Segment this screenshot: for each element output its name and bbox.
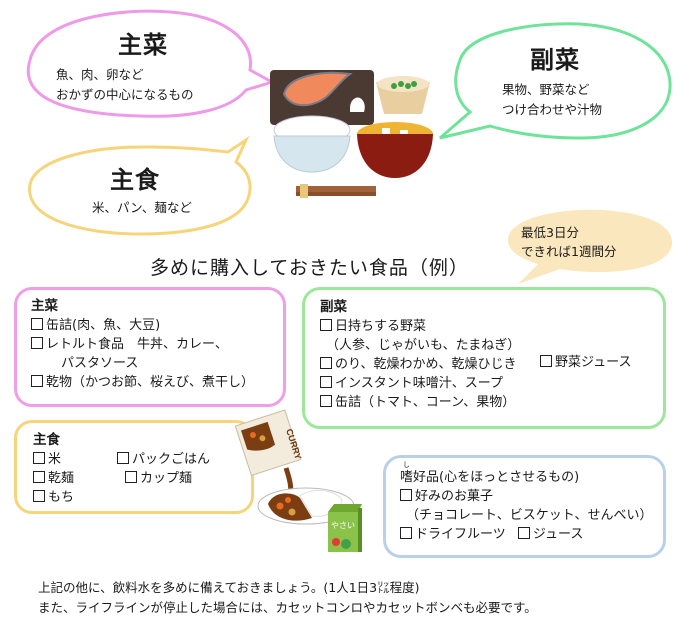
note-bubble-shape: [508, 209, 673, 284]
checkbox[interactable]: [33, 490, 45, 502]
footer-line-2: また、ライフラインが停止した場合には、カセットコンロやカセットボンベも必要です。: [38, 600, 537, 615]
checklist-item[interactable]: レトルト食品 牛丼、カレー、: [31, 335, 283, 354]
vegetable-juice-icon: やさい: [328, 504, 362, 552]
checklist-item[interactable]: もち: [33, 488, 251, 507]
curry-pouch-icon: [234, 409, 302, 477]
daikon-icon: [350, 97, 365, 112]
checklist-continuation: パスタソース: [61, 356, 139, 371]
japanese-meal-illustration: [270, 70, 433, 198]
footer-line-1: 上記の他に、飲料水を多めに備えておきましょう。(1人1日3㍑程度): [38, 580, 420, 595]
shushoku-box-title: 主食: [33, 432, 60, 448]
shusai-box: 主菜 缶詰(肉、魚、大豆) レトルト食品 牛丼、カレー、 パスタソース 乾物（か…: [14, 287, 286, 407]
fukusai-bubble-line-2: つけ合わせや汁物: [502, 102, 603, 117]
rice-bowl-icon: [273, 135, 351, 173]
checklist-item-row: ドライフルーツ ジュース: [400, 525, 663, 544]
checklist-item[interactable]: のり、乾燥わかめ、乾燥ひじき: [320, 355, 663, 374]
checklist-item[interactable]: カップ麺: [125, 469, 192, 488]
fukusai-box-title: 副菜: [320, 299, 347, 315]
checkbox[interactable]: [517, 527, 530, 539]
checkbox[interactable]: [31, 318, 43, 330]
checkbox[interactable]: [540, 355, 552, 367]
checklist-item[interactable]: 乾物（かつお節、桜えび、煮干し）: [31, 373, 283, 392]
ruby-text: し: [403, 461, 410, 469]
chopsticks-icon: [296, 186, 376, 192]
juice-label: やさい: [331, 521, 355, 530]
checklist-item[interactable]: 米: [33, 450, 251, 469]
checkbox[interactable]: [33, 471, 45, 483]
checkbox[interactable]: [400, 527, 412, 539]
checklist-continuation: （人参、じゃがいも、たまねぎ）: [326, 338, 521, 353]
shusai-bubble: [26, 9, 276, 118]
fukusai-bubble-line-1: 果物、野菜など: [502, 82, 590, 97]
checklist-item[interactable]: ジュース: [517, 527, 583, 542]
checklist-item[interactable]: 日持ちする野菜: [320, 317, 663, 336]
checkbox[interactable]: [320, 357, 332, 369]
footer-note: 上記の他に、飲料水を多めに備えておきましょう。(1人1日3㍑程度) また、ライフ…: [38, 578, 537, 618]
checklist-item[interactable]: 乾麺: [33, 469, 251, 488]
shushoku-bubble-title: 主食: [110, 166, 160, 194]
fukusai-bubble: [439, 22, 672, 140]
checklist-continuation: （チョコレート、ビスケット、せんべい）: [406, 508, 653, 523]
shushoku-bubble-line-1: 米、パン、麺など: [92, 200, 192, 215]
soup-bowl-icon: [357, 134, 433, 178]
checklist-item[interactable]: ドライフルーツ: [400, 527, 506, 542]
checkbox[interactable]: [31, 375, 43, 387]
shusai-bubble-title: 主菜: [118, 31, 168, 59]
note-line-2: できれば1週間分: [521, 244, 617, 259]
checkbox[interactable]: [320, 395, 332, 407]
checklist-item[interactable]: 野菜ジュース: [540, 353, 631, 372]
checklist-item[interactable]: 好みのお菓子: [400, 487, 663, 506]
shusai-bubble-line-1: 魚、肉、卵など: [56, 67, 144, 82]
note-line-1: 最低3日分: [521, 225, 579, 240]
checklist-item[interactable]: パックごはん: [117, 450, 210, 469]
shikohin-box-title: 嗜好品(心をほっとさせるもの): [400, 470, 580, 485]
salmon-icon: [282, 71, 353, 107]
checklist-item[interactable]: 缶詰（トマト、コーン、果物）: [320, 393, 663, 412]
shushoku-box: 主食 米 乾麺 もち パックごはん カップ麺: [14, 420, 254, 514]
curry-illustration: CURRY やさい: [234, 409, 362, 552]
checkbox[interactable]: [320, 376, 332, 388]
checkbox[interactable]: [117, 452, 129, 464]
note-bubble: 最低3日分 できれば1週間分: [521, 223, 616, 261]
shusai-box-title: 主菜: [31, 298, 58, 314]
checkbox[interactable]: [33, 452, 45, 464]
checkbox[interactable]: [320, 319, 332, 331]
page-heading: 多めに購入しておきたい食品（例）: [150, 257, 469, 279]
shikohin-box: し 嗜好品(心をほっとさせるもの) 好みのお菓子 （チョコレート、ビスケット、せ…: [383, 455, 666, 558]
checklist-item[interactable]: 缶詰(肉、魚、大豆): [31, 316, 283, 335]
fukusai-box: 副菜 日持ちする野菜 （人参、じゃがいも、たまねぎ） のり、乾燥わかめ、乾燥ひじ…: [302, 287, 666, 429]
checkbox[interactable]: [31, 337, 43, 349]
shusai-bubble-line-2: おかずの中心になるもの: [56, 87, 194, 102]
checklist-item[interactable]: インスタント味噌汁、スープ: [320, 374, 663, 393]
checkbox[interactable]: [400, 489, 412, 501]
checkbox[interactable]: [125, 471, 137, 483]
fukusai-bubble-title: 副菜: [530, 46, 580, 74]
shushoku-bubble: [28, 135, 252, 236]
